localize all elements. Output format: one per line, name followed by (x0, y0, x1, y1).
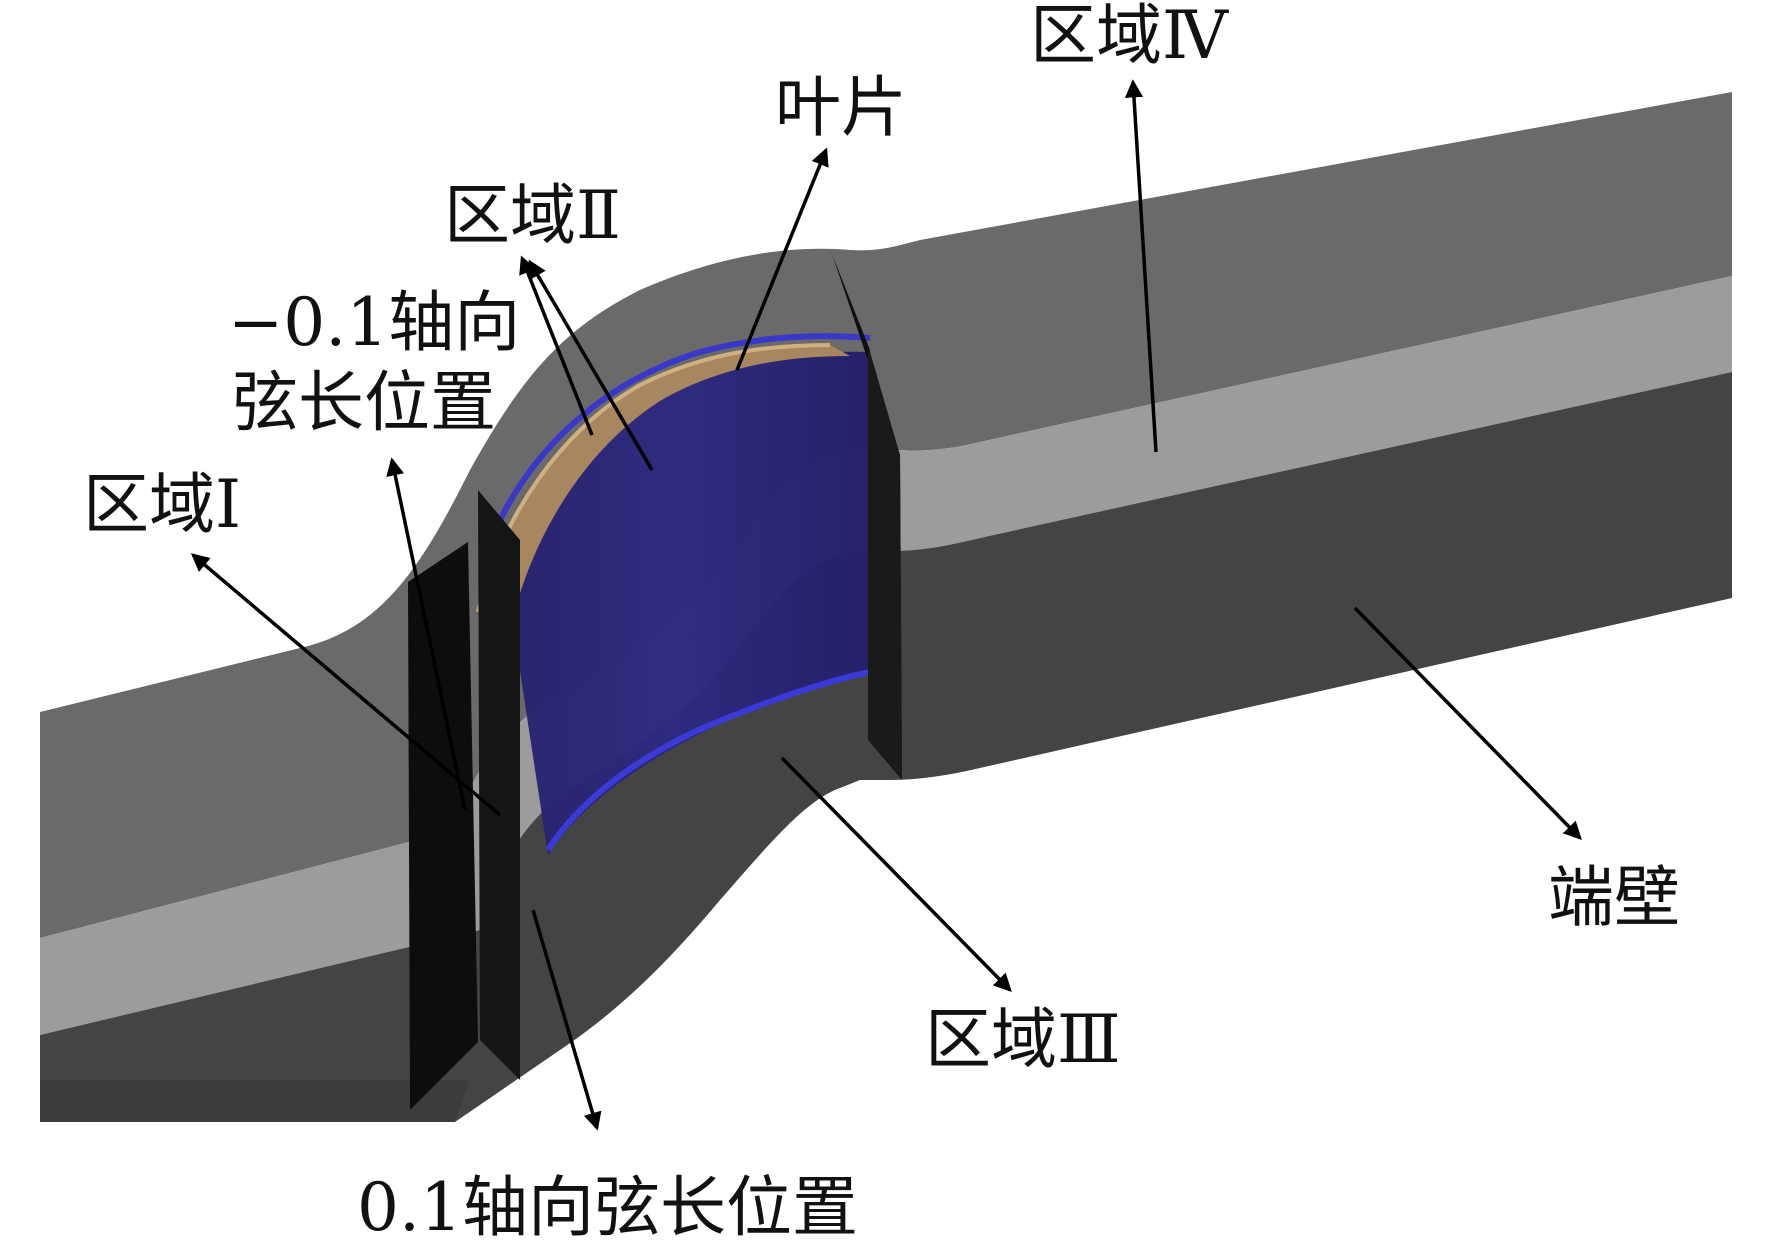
chord-planes (408, 254, 902, 1110)
label-neg-chord-line1: −0.1轴向 (228, 284, 520, 361)
label-pos-chord: 0.1轴向弦长位置 (357, 1169, 858, 1246)
label-region-1: 区域Ⅰ (83, 466, 241, 543)
label-region-3: 区域Ⅲ (925, 1001, 1121, 1078)
plane-neg-0p1 (408, 542, 478, 1110)
endwall-front-face (40, 1080, 470, 1122)
blade-hub-edge (545, 669, 871, 852)
arrow-pos-chord (531, 909, 602, 1131)
plane-pos-0p1 (478, 490, 520, 1080)
arrow-region-2-b (528, 259, 654, 471)
labels: 区域Ⅳ 叶片 区域Ⅱ −0.1轴向 弦长位置 区域Ⅰ 端壁 区域Ⅲ 0.1轴向弦… (83, 0, 1680, 1246)
arrow-region-2-a (519, 255, 594, 436)
label-region-2: 区域Ⅱ (444, 177, 621, 254)
label-blade: 叶片 (775, 69, 907, 146)
arrow-region-3 (780, 756, 1012, 992)
blade (476, 333, 871, 960)
blade-tip-edge (497, 333, 871, 522)
arrow-endwall (1353, 606, 1582, 840)
label-endwall: 端壁 (1548, 859, 1680, 936)
annotation-arrows (190, 79, 1582, 1131)
label-region-4: 区域Ⅳ (1030, 0, 1229, 74)
arrow-neg-chord (386, 457, 467, 811)
arrow-region-4 (1124, 79, 1158, 453)
plane-blade-exit-front (868, 345, 902, 780)
arrow-region-1 (190, 553, 502, 817)
arrow-blade (735, 147, 829, 371)
blade-blue-surface (510, 351, 870, 855)
label-neg-chord-line2: 弦长位置 (232, 364, 496, 441)
